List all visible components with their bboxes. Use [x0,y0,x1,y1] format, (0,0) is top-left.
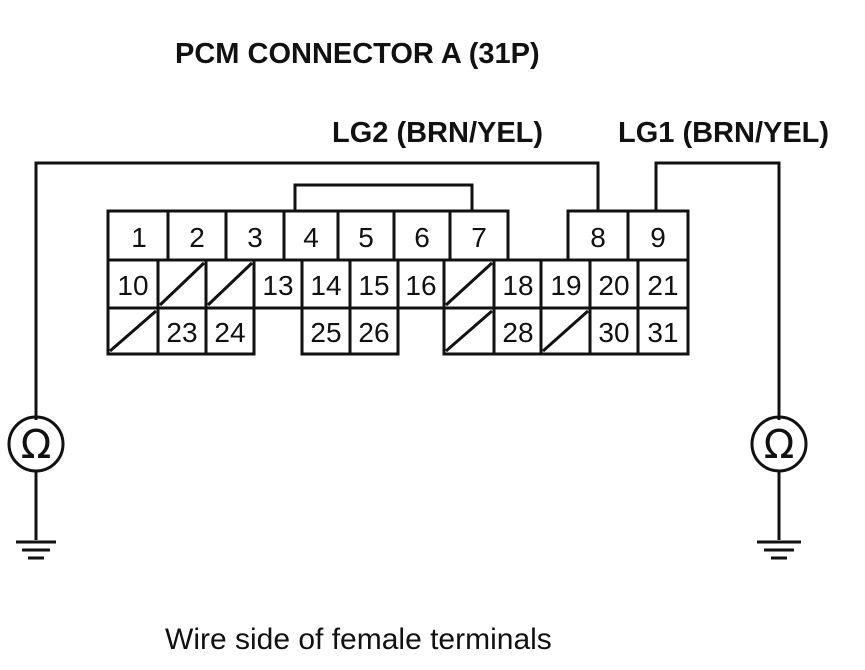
pin-label: 15 [358,270,389,301]
pin-label: 1 [131,222,147,253]
pin-label: 19 [550,270,581,301]
pin-label: 20 [598,270,629,301]
pin-label: 18 [502,270,533,301]
pin-label: 25 [310,317,341,348]
pin-label: 10 [117,270,148,301]
connector-lock-tab [293,183,474,211]
pin-label: 9 [650,222,666,253]
ground-icon-right [757,540,801,560]
page-title: PCM CONNECTOR A (31P) [175,38,540,70]
ohm-icon-right: Ω [764,422,795,468]
pin-label: 16 [405,270,436,301]
pin-label: 2 [189,222,205,253]
caption: Wire side of female terminals [165,623,552,656]
pin-label: 6 [414,222,430,253]
pin-label: 26 [358,317,389,348]
pin-label: 30 [598,317,629,348]
pin-label: 28 [502,317,533,348]
wire-label-lg2: LG2 (BRN/YEL) [332,117,544,149]
pin-label: 3 [247,222,263,253]
wire-lg1 [654,161,781,420]
pin-label: 23 [166,317,197,348]
pin-label: 8 [590,222,606,253]
pin-label: 21 [647,270,678,301]
pin-label: 13 [262,270,293,301]
pin-label: 7 [471,222,487,253]
wire-lg2 [34,161,600,420]
wire-label-lg1: LG1 (BRN/YEL) [618,117,830,149]
pin-label: 14 [310,270,341,301]
pin-labels: 1 2 3 4 5 6 7 8 9 10 13 14 15 16 18 19 2… [117,222,678,348]
pin-label: 24 [214,317,245,348]
pin-label: 4 [303,222,319,253]
pin-label: 5 [358,222,374,253]
ohm-icon-left: Ω [21,422,52,468]
ground-icon-left [16,540,56,560]
pin-label: 31 [647,317,678,348]
